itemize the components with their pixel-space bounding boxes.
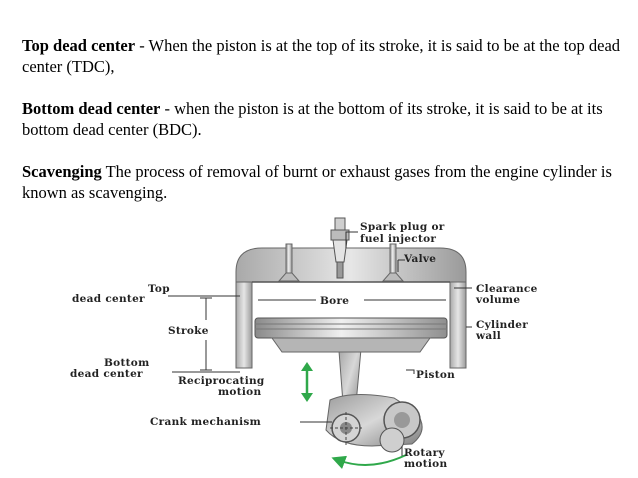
definition-scavenging: The process of removal of burnt or exhau…: [22, 162, 612, 202]
label-valve: Valve: [403, 253, 436, 265]
paragraph-scavenging: Scavenging The process of removal of bur…: [22, 161, 622, 203]
definition-top-dead-center: - When the piston is at the top of its s…: [22, 36, 621, 76]
valve-left-icon: [277, 243, 301, 282]
term-bottom-dead-center: Bottom dead center: [22, 99, 161, 118]
label-crank: Crank mechanism: [150, 416, 261, 428]
label-bottom-1: Bottom: [104, 357, 150, 369]
leader-lines: [300, 231, 472, 456]
label-bottom-2: dead center: [70, 368, 143, 380]
label-cylinder-2: wall: [475, 330, 501, 342]
definition-bottom-dead-center: - when the piston is at the bottom of it…: [22, 99, 603, 139]
label-rotary-2: motion: [404, 458, 447, 470]
paragraph-bdc: Bottom dead center - when the piston is …: [22, 98, 622, 140]
paragraph-tdc: Top dead center - When the piston is at …: [22, 35, 622, 77]
label-clearance-2: volume: [475, 294, 520, 306]
definitions-text: Top dead center - When the piston is at …: [22, 35, 622, 224]
label-piston: Piston: [416, 369, 455, 381]
label-reciprocating-1: Reciprocating: [178, 375, 265, 387]
valve-right-icon: [381, 243, 405, 282]
label-rotary-1: Rotary: [404, 447, 445, 459]
term-scavenging: Scavenging: [22, 162, 102, 181]
piston: [254, 317, 448, 353]
term-top-dead-center: Top dead center: [22, 36, 136, 55]
crank-mechanism: [325, 393, 423, 453]
label-spark-plug-2: fuel injector: [360, 233, 436, 245]
spark-plug-icon: [330, 217, 350, 279]
label-reciprocating-2: motion: [218, 386, 261, 398]
stroke-dimension: [168, 295, 240, 373]
label-clearance-1: Clearance: [476, 283, 538, 295]
label-cylinder-1: Cylinder: [476, 319, 528, 331]
label-top-2: dead center: [72, 293, 145, 305]
rotary-motion-arrow: [331, 454, 407, 470]
label-top-1: Top: [148, 283, 170, 295]
label-bore: Bore: [320, 295, 349, 307]
reciprocating-motion-arrow: [301, 362, 313, 402]
label-stroke: Stroke: [168, 325, 209, 337]
label-spark-plug-1: Spark plug or: [360, 221, 445, 233]
